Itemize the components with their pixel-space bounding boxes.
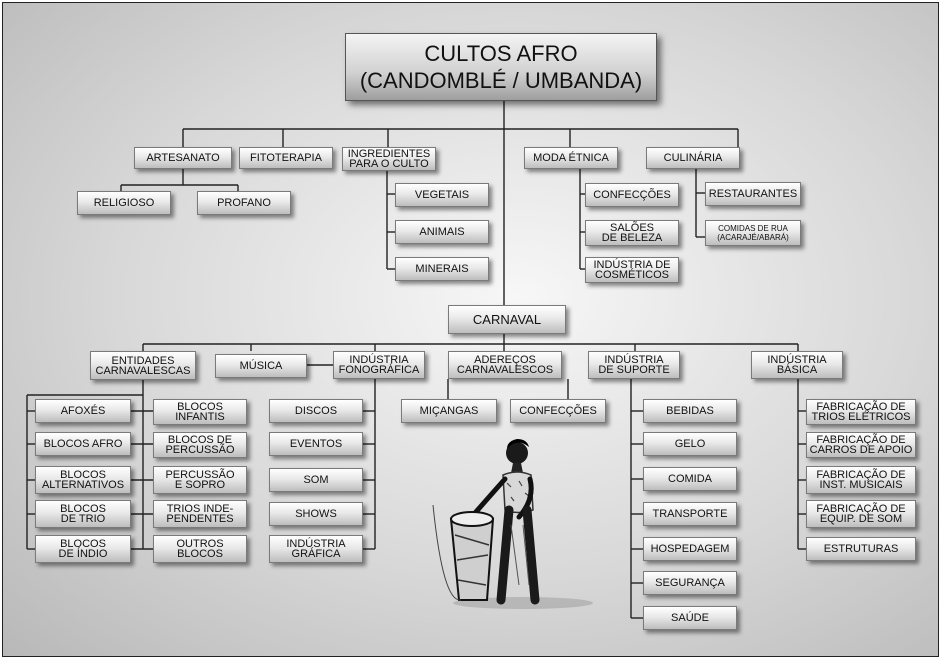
node-moda-etnica: MODA ÉTNICA [524,147,618,169]
node-restaurantes: RESTAURANTES [705,182,801,206]
node-blocos-infantis: BLOCOS INFANTIS [153,399,247,425]
root-title-line2: (CANDOMBLÉ / UMBANDA) [359,68,643,93]
node-animais: ANIMAIS [395,220,489,244]
node-saloes: SALÕES DE BELEZA [585,220,679,246]
node-estruturas: ESTRUTURAS [806,537,916,561]
node-transporte: TRANSPORTE [643,502,737,526]
node-confeccoes-moda: CONFECÇÕES [585,183,679,207]
node-industria-grafica: INDÚSTRIA GRÁFICA [269,535,363,563]
node-musica: MÚSICA [215,354,307,378]
node-bebidas: BEBIDAS [643,399,737,423]
node-afoxes: AFOXÉS [35,399,131,423]
node-som: SOM [269,468,363,492]
node-fab-carros: FABRICAÇÃO DE CARROS DE APOIO [806,432,916,458]
node-industria-fonografica: INDÚSTRIA FONOGRÁFICA [333,351,425,379]
node-blocos-de-trio: BLOCOS DE TRIO [35,500,131,528]
node-confeccoes-aderecos: CONFECÇÕES [510,399,606,423]
node-religioso: RELIGIOSO [77,191,171,215]
node-carnaval: CARNAVAL [448,305,566,334]
node-vegetais: VEGETAIS [395,183,489,207]
node-fab-trios: FABRICAÇÃO DE TRIOS ELÉTRICOS [806,399,916,425]
node-profano: PROFANO [197,191,291,215]
node-fitoterapia: FITOTERAPIA [239,147,333,169]
node-blocos-percussao: BLOCOS DE PERCUSSÃO [153,432,247,458]
node-trios-independentes: TRIOS INDE- PENDENTES [153,500,247,528]
node-culinaria: CULINÁRIA [646,147,740,169]
root-node: CULTOS AFRO (CANDOMBLÉ / UMBANDA) [345,33,657,101]
node-outros-blocos: OUTROS BLOCOS [153,535,247,563]
node-gelo: GELO [643,432,737,456]
node-hospedagem: HOSPEDAGEM [643,537,737,561]
node-eventos: EVENTOS [269,432,363,456]
node-industria-suporte: INDÚSTRIA DE SUPORTE [588,351,680,379]
node-minerais: MINERAIS [395,257,489,281]
node-blocos-afro: BLOCOS AFRO [35,432,131,456]
node-saude: SAÚDE [643,606,737,630]
drummer-illustration [432,439,593,609]
node-ingredientes: INGREDIENTES PARA O CULTO [342,147,436,171]
node-comidas-de-rua: COMIDAS DE RUA (ACARAJÉ/ABARÁ) [705,220,801,246]
node-aderecos: ADEREÇOS CARNAVALESCOS [448,351,562,379]
node-seguranca: SEGURANÇA [643,571,737,595]
node-comida: COMIDA [643,467,737,491]
node-shows: SHOWS [269,502,363,526]
node-micangas: MIÇANGAS [401,399,497,423]
root-title-line1: CULTOS AFRO [424,41,578,66]
node-cosmeticos: INDÚSTRIA DE COSMÉTICOS [585,257,679,283]
node-fab-inst: FABRICAÇÃO DE INST. MUSICAIS [806,466,916,494]
node-industria-basica: INDÚSTRIA BÁSICA [751,351,843,379]
node-entidades: ENTIDADES CARNAVALESCAS [90,351,196,380]
node-fab-equip: FABRICAÇÃO DE EQUIP. DE SOM [806,500,916,528]
node-artesanato: ARTESANATO [134,147,232,169]
node-percussao-sopro: PERCUSSÃO E SOPRO [153,466,247,494]
node-blocos-de-indio: BLOCOS DE ÍNDIO [35,535,131,563]
node-discos: DISCOS [269,399,363,423]
node-blocos-alternativos: BLOCOS ALTERNATIVOS [35,466,131,494]
